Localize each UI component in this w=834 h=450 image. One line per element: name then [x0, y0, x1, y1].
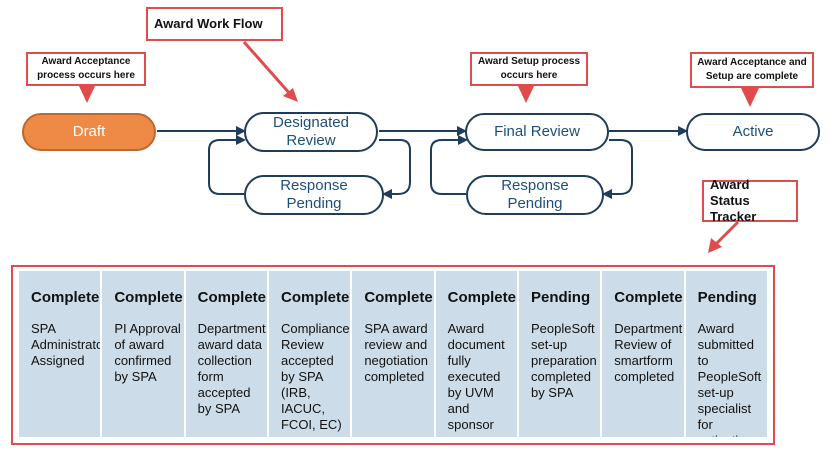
- tracker-cell-description: Compliance Review accepted by SPA (IRB, …: [280, 321, 350, 432]
- callout-award-acceptance: Award Acceptance process occurs here: [26, 52, 146, 86]
- callout-pointer-tracker: [713, 220, 740, 247]
- node-final-review: Final Review: [465, 113, 609, 151]
- tracker-cell-description: Department award data collection form ac…: [197, 321, 266, 416]
- callout-pointer-setup: [517, 84, 535, 103]
- tracker-cell: Pending PeopleSoft set-up preparation co…: [518, 271, 603, 437]
- node-active-label: Active: [732, 123, 774, 140]
- tracker-cell-status: Pending: [530, 289, 591, 306]
- node-draft: Draft: [22, 113, 156, 151]
- award-status-tracker: Complete SPA Administrator Assigned Comp…: [11, 265, 775, 445]
- callout-award-setup: Award Setup process occurs here: [470, 52, 588, 86]
- tracker-cell-status: Complete: [280, 289, 350, 306]
- callout-acceptance-setup-complete: Award Acceptance and Setup are complete: [690, 52, 814, 88]
- tracker-cell: Complete SPA award review and negotiatio…: [352, 271, 436, 437]
- callout-award-setup-text: Award Setup process occurs here: [477, 56, 581, 81]
- callout-pointer-work-flow: [242, 41, 293, 96]
- tracker-cell-description: Award submitted to PeopleSoft set-up spe…: [697, 321, 762, 437]
- node-response-pending-1-label: Response Pending: [280, 177, 348, 212]
- tracker-cell-description: PeopleSoft set-up preparation completed …: [530, 321, 597, 400]
- tracker-cell-status: Complete: [114, 289, 183, 306]
- tracker-cell-description: SPA award review and negotiation complet…: [364, 321, 428, 384]
- tracker-cell-description: PI Approval of award confirmed by SPA: [114, 321, 181, 384]
- arrow-response-1-to-designated: [208, 135, 246, 195]
- arrow-final-to-response-2: [602, 139, 633, 199]
- tracker-cell-status: Complete: [197, 289, 266, 306]
- tracker-cell: Complete Department award data collectio…: [185, 271, 269, 437]
- node-draft-label: Draft: [72, 123, 106, 140]
- tracker-cells: Complete SPA Administrator Assigned Comp…: [19, 271, 767, 437]
- callout-acceptance-setup-complete-text: Award Acceptance and Setup are complete: [697, 57, 807, 82]
- tracker-cell-status: Complete: [447, 289, 516, 306]
- arrow-designated-to-response-1: [379, 139, 411, 199]
- tracker-cell-description: Award document fully executed by UVM and…: [447, 321, 505, 432]
- tracker-cell: Complete Compliance Review accepted by S…: [268, 271, 353, 437]
- tracker-cell: Pending Award submitted to PeopleSoft se…: [685, 271, 767, 437]
- node-designated-review: Designated Review: [244, 112, 378, 152]
- arrow-response-2-to-final: [430, 135, 468, 195]
- tracker-cell-status: Complete: [31, 289, 100, 306]
- callout-award-acceptance-text: Award Acceptance process occurs here: [37, 56, 135, 81]
- node-designated-review-label: Designated Review: [273, 114, 349, 149]
- tracker-cell-status: Pending: [697, 289, 757, 306]
- tracker-cell-description: Department Review of smartform completed: [614, 321, 683, 384]
- callout-pointer-complete: [741, 88, 759, 107]
- tracker-cell-description: SPA Administrator Assigned: [31, 321, 103, 368]
- callout-award-status-tracker-text: Award Status Tracker: [710, 177, 757, 224]
- node-active: Active: [686, 113, 820, 151]
- callout-pointer-acceptance: [78, 84, 96, 103]
- tracker-cell-status: Complete: [364, 289, 433, 306]
- callout-award-status-tracker: Award Status Tracker: [702, 177, 798, 224]
- node-response-pending-2-label: Response Pending: [501, 177, 569, 212]
- node-final-review-label: Final Review: [494, 123, 580, 140]
- callout-award-work-flow: Award Work Flow: [146, 7, 283, 41]
- tracker-cell-status: Complete: [614, 289, 683, 306]
- node-response-pending-1: Response Pending: [244, 175, 384, 215]
- tracker-cell: Complete Department Review of smartform …: [602, 271, 686, 437]
- tracker-cell: Complete Award document fully executed b…: [435, 271, 519, 437]
- callout-award-work-flow-text: Award Work Flow: [154, 16, 263, 31]
- tracker-cell: Complete SPA Administrator Assigned: [19, 271, 103, 437]
- tracker-cell: Complete PI Approval of award confirmed …: [102, 271, 186, 437]
- node-response-pending-2: Response Pending: [466, 175, 604, 215]
